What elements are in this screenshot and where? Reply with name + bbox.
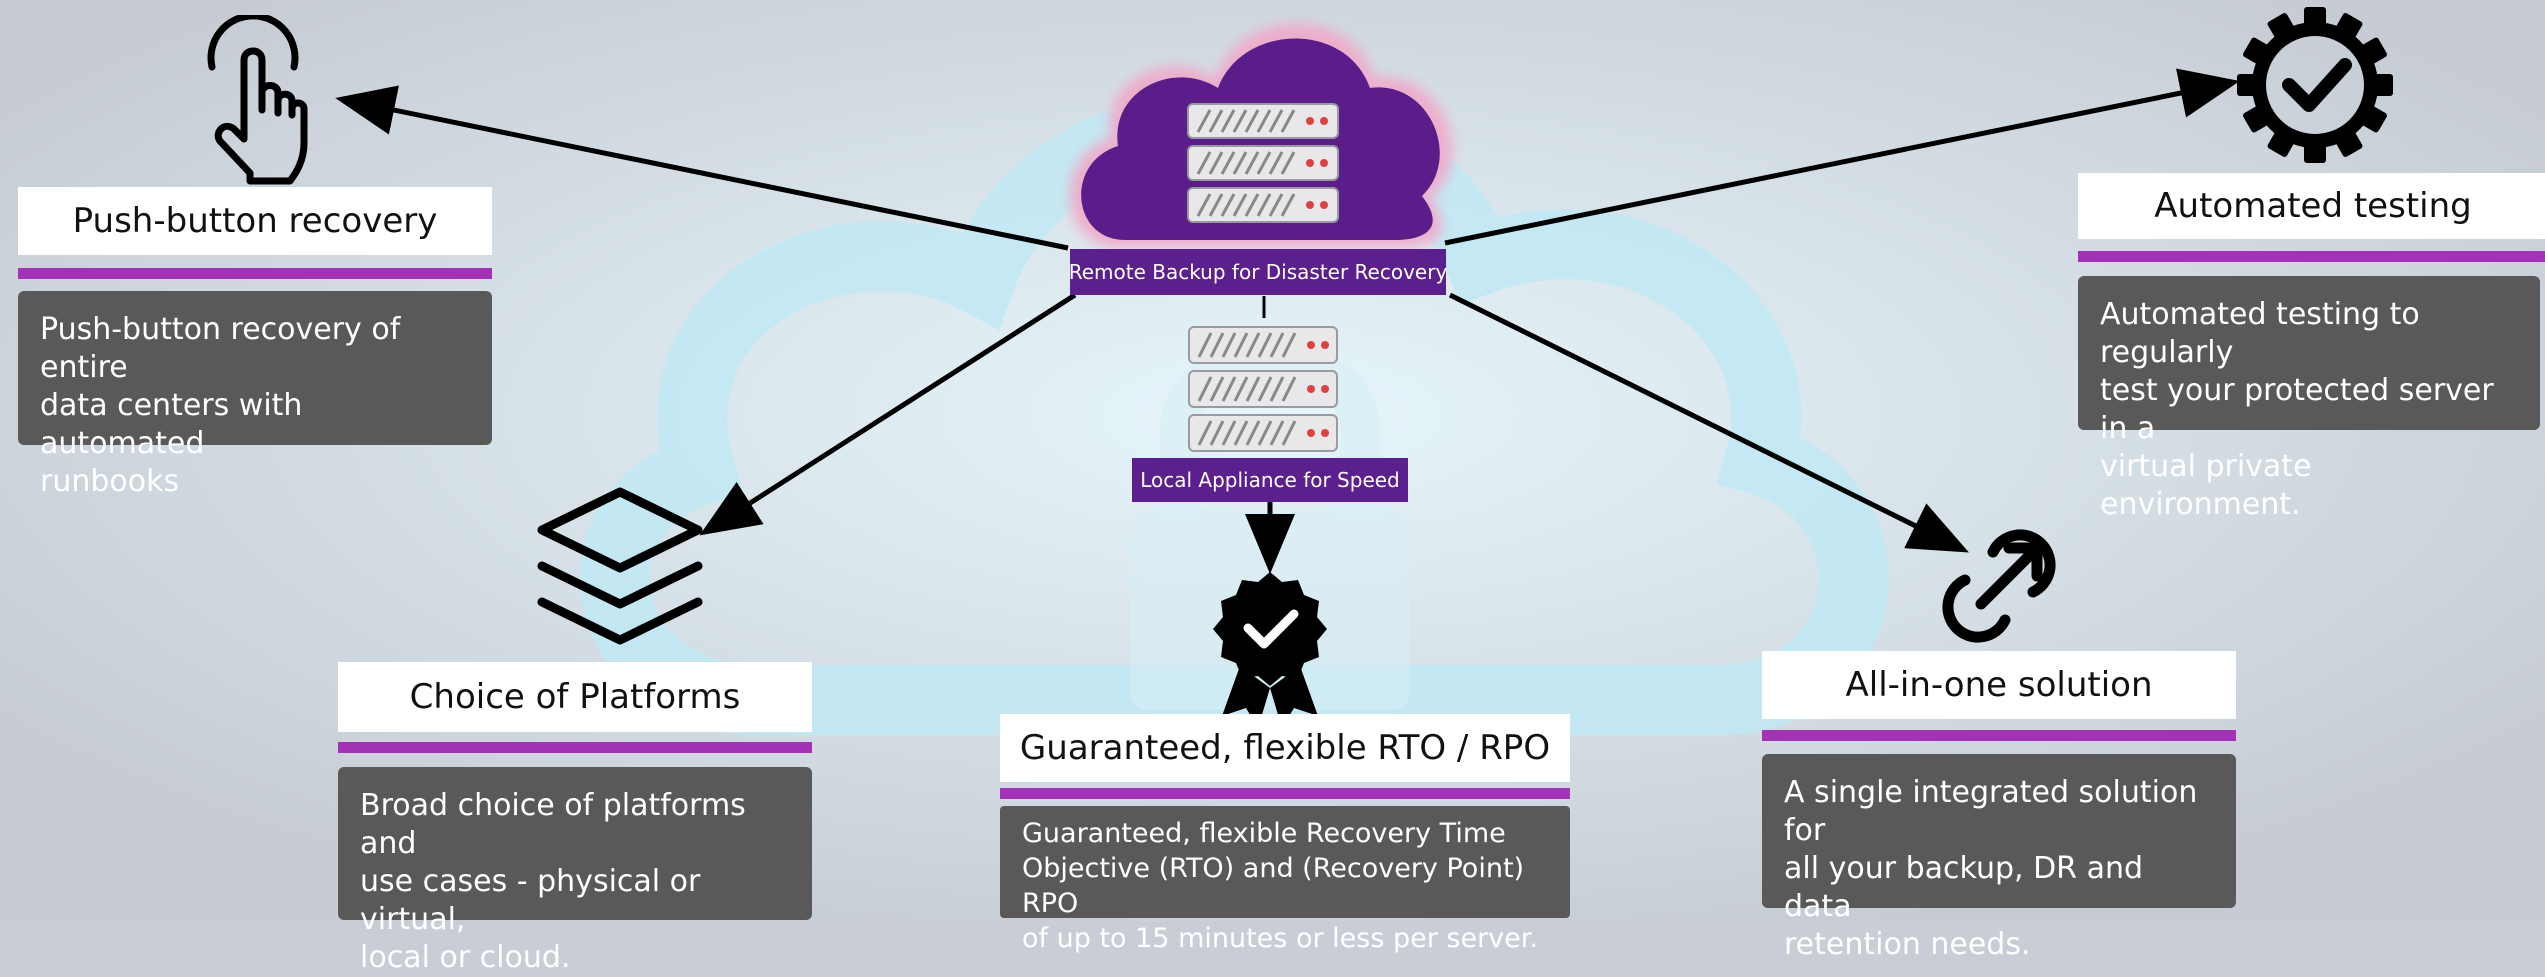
desc-line: retention needs. xyxy=(1784,927,2031,962)
cloud-server-rack xyxy=(1187,103,1339,223)
desc-line: Push-button recovery of entire xyxy=(40,312,401,385)
remote-backup-label: Remote Backup for Disaster Recovery xyxy=(1069,249,1447,295)
hand-pointer-icon xyxy=(207,15,308,185)
automated-testing-accent-bar xyxy=(2078,251,2545,262)
desc-line: of up to 15 minutes or less per server. xyxy=(1022,923,1538,954)
desc-line: Objective (RTO) and (Recovery Point) RPO xyxy=(1022,853,1525,919)
rto-rpo-description: Guaranteed, flexible Recovery Time Objec… xyxy=(1000,806,1570,954)
gear-check-icon xyxy=(2237,7,2393,163)
local-appliance-label: Local Appliance for Speed xyxy=(1132,458,1408,502)
desc-line: test your protected server in a xyxy=(2100,373,2494,446)
arrow-to-automated-testing xyxy=(1444,68,2240,246)
desc-line: runbooks xyxy=(40,464,180,499)
arrow-to-platforms xyxy=(699,292,1077,536)
connector-arrows xyxy=(335,68,2240,574)
push-button-title: Push-button recovery xyxy=(18,187,492,255)
layers-icon xyxy=(537,487,703,645)
server-stack-icon xyxy=(1188,326,1338,452)
desc-line: Broad choice of platforms and xyxy=(360,788,746,861)
desc-line: all your backup, DR and data xyxy=(1784,851,2144,924)
cloud-server-icon xyxy=(1069,23,1453,248)
desc-line: data centers with automated xyxy=(40,388,303,461)
push-button-description: Push-button recovery of entire data cent… xyxy=(18,291,492,499)
desc-line: virtual private environment. xyxy=(2100,449,2312,522)
push-button-accent-bar xyxy=(18,268,492,279)
desc-line: local or cloud. xyxy=(360,940,571,975)
arrow-to-push-button xyxy=(335,85,1069,251)
desc-line: Automated testing to regularly xyxy=(2100,297,2420,370)
desc-line: use cases - physical or virtual, xyxy=(360,864,701,937)
all-in-one-description: A single integrated solution for all you… xyxy=(1762,754,2236,962)
platforms-title: Choice of Platforms xyxy=(338,662,812,732)
platforms-accent-bar xyxy=(338,742,812,753)
all-in-one-accent-bar xyxy=(1762,730,2236,741)
rto-rpo-accent-bar xyxy=(1000,788,1570,799)
automated-testing-title: Automated testing xyxy=(2078,173,2545,239)
all-in-one-title: All-in-one solution xyxy=(1762,651,2236,719)
arrow-to-all-in-one xyxy=(1448,292,1969,553)
desc-line: A single integrated solution for xyxy=(1784,775,2198,848)
automated-testing-description: Automated testing to regularly test your… xyxy=(2078,276,2540,522)
platforms-description: Broad choice of platforms and use cases … xyxy=(338,767,812,975)
link-arrow-icon xyxy=(1942,529,2056,643)
desc-line: Guaranteed, flexible Recovery Time xyxy=(1022,818,1506,849)
award-badge-check-icon xyxy=(1213,572,1327,728)
rto-rpo-title: Guaranteed, flexible RTO / RPO xyxy=(1000,714,1570,782)
